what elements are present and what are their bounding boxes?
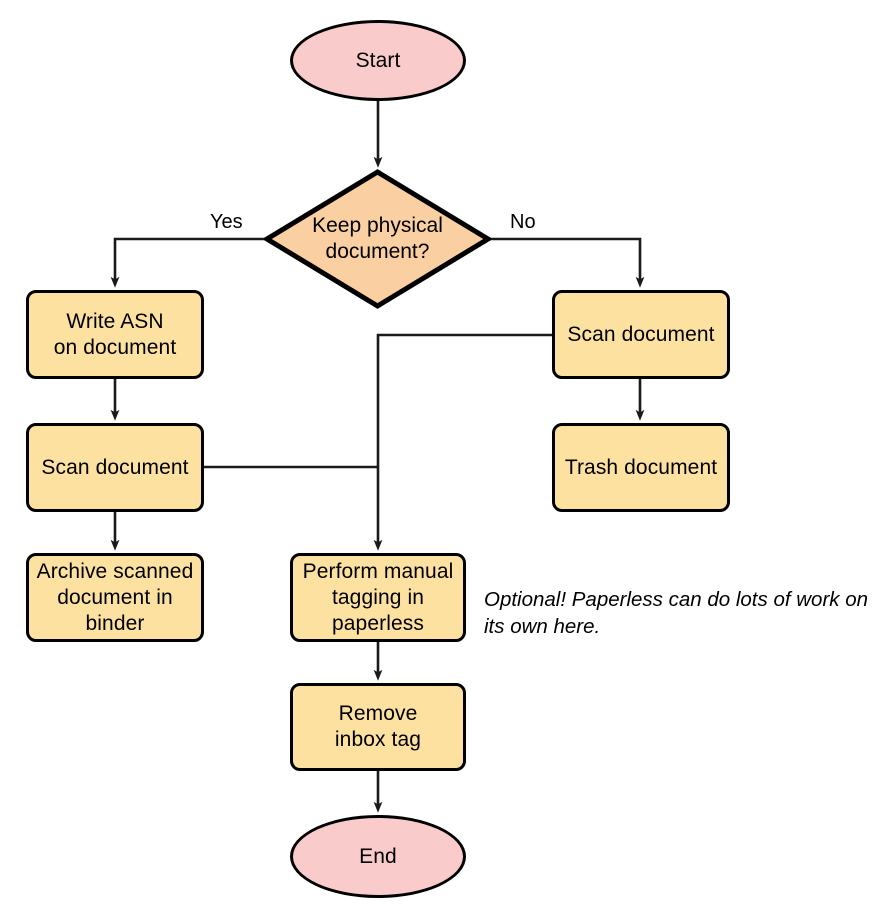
node-trash-document-label: Trash document <box>564 455 718 479</box>
node-decision-label: Keep physical document? <box>312 214 443 263</box>
node-scan-document-right[interactable]: Scan document <box>552 290 730 379</box>
node-archive-label: Archive scanned document in binder <box>36 559 194 635</box>
node-remove-inbox-tag[interactable]: Remove inbox tag <box>290 683 466 771</box>
node-scan-document-right-label: Scan document <box>567 322 715 346</box>
node-scan-document-left-label: Scan document <box>41 455 189 479</box>
node-start[interactable]: Start <box>290 20 466 101</box>
edge-label-yes: Yes <box>210 211 243 233</box>
node-end[interactable]: End <box>290 815 466 898</box>
node-end-label: End <box>359 844 397 868</box>
node-remove-inbox-tag-label: Remove inbox tag <box>334 702 422 751</box>
diamond-shape <box>264 169 491 309</box>
edge-scan-right-to-manual-tagging <box>373 333 552 551</box>
node-trash-document[interactable]: Trash document <box>552 423 730 512</box>
node-perform-manual-tagging[interactable]: Perform manual tagging in paperless <box>290 553 466 642</box>
annotation-optional-note: Optional! Paperless can do lots of work … <box>484 588 869 638</box>
edge-label-no: No <box>510 211 536 233</box>
node-decision-keep-physical-document[interactable]: Keep physical document? <box>264 169 491 309</box>
node-write-asn-on-document[interactable]: Write ASN on document <box>26 290 204 379</box>
edge-decision-no-to-scan-right <box>490 237 645 288</box>
node-archive-scanned-document[interactable]: Archive scanned document in binder <box>26 553 204 642</box>
node-write-asn-label: Write ASN on document <box>53 309 177 359</box>
node-scan-document-left[interactable]: Scan document <box>26 423 204 512</box>
edge-decision-yes-to-write-asn <box>110 237 265 288</box>
node-manual-tagging-label: Perform manual tagging in paperless <box>302 559 454 635</box>
node-start-label: Start <box>355 48 401 72</box>
